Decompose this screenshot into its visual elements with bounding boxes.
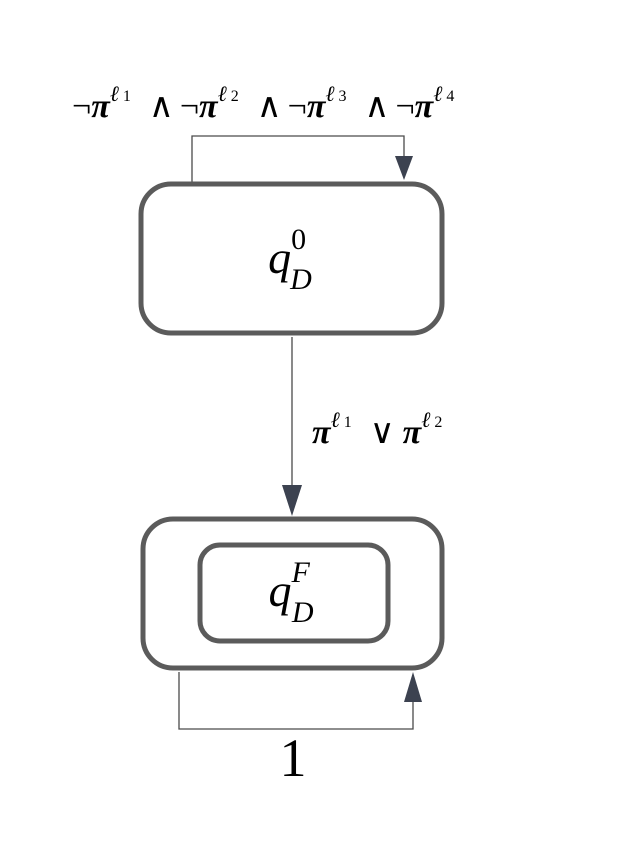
guard-term-neg: ¬ xyxy=(395,88,414,125)
guard-term-pi: π xyxy=(415,88,435,125)
self-loop-accepting-edge xyxy=(178,672,414,730)
guard-op: ∧ xyxy=(149,88,174,125)
guard-term-ell: ℓ xyxy=(331,407,341,432)
guard-term-pi: π xyxy=(91,88,111,125)
state-accepting-inner-box xyxy=(197,542,391,644)
self-loop-initial-arrowhead xyxy=(395,156,413,180)
state-initial-base: q xyxy=(268,232,291,283)
guard-term-neg: ¬ xyxy=(180,88,199,125)
guard-term-idx: 4 xyxy=(446,88,454,105)
guard-term-neg: ¬ xyxy=(288,88,307,125)
state-initial-sup: 0 xyxy=(291,223,306,256)
guard-term-pi: π xyxy=(307,88,327,125)
guard-term-ell: ℓ xyxy=(110,81,120,106)
transition-arrowhead xyxy=(282,485,302,516)
guard-term-neg: ¬ xyxy=(72,88,91,125)
state-initial-sub: D xyxy=(289,263,312,296)
guard-term-idx: 1 xyxy=(344,414,352,431)
self-loop-accepting-arrowhead xyxy=(404,672,422,702)
guard-term-ell: ℓ xyxy=(433,81,443,106)
transition-initial-to-final xyxy=(282,337,302,516)
guard-term-ell: ℓ xyxy=(421,407,431,432)
self-loop-accepting-guard: 1 xyxy=(280,728,307,788)
state-accepting-base: q xyxy=(269,565,292,616)
state-initial-box xyxy=(138,181,445,336)
guard-term-ell: ℓ xyxy=(218,81,228,106)
guard-term-pi: π xyxy=(403,414,423,451)
guard-op: ∨ xyxy=(370,414,395,451)
guard-term-idx: 3 xyxy=(339,88,347,105)
guard-term-pi: π xyxy=(199,88,219,125)
state-accepting-sub: D xyxy=(291,596,314,629)
guard-term-pi: π xyxy=(312,414,332,451)
self-loop-initial-edge xyxy=(191,135,405,183)
guard-op: ∧ xyxy=(365,88,390,125)
guard-op: ∧ xyxy=(257,88,282,125)
guard-term-idx: 2 xyxy=(434,414,442,431)
guard-term-ell: ℓ xyxy=(325,81,335,106)
guard-term-idx: 2 xyxy=(231,88,239,105)
guard-term-idx: 1 xyxy=(123,88,131,105)
self-loop-accepting xyxy=(178,672,422,730)
self-loop-initial xyxy=(191,135,413,183)
state-accepting-sup: F xyxy=(291,556,311,589)
